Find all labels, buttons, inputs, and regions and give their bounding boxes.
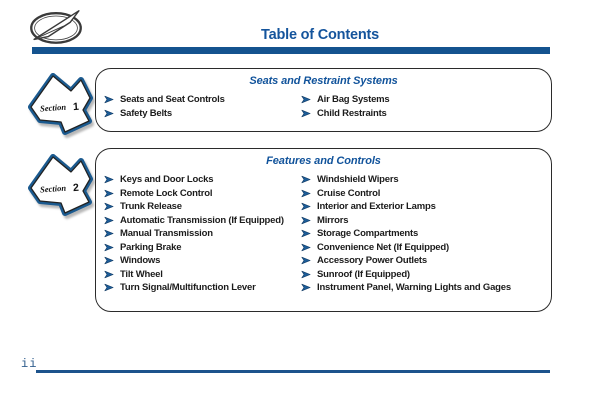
toc-item: Interior and Exterior Lamps (301, 200, 511, 214)
toc-item-label: Tilt Wheel (120, 268, 163, 280)
arrow-bullet-icon (104, 96, 114, 104)
toc-item-label: Turn Signal/Multifunction Lever (120, 282, 256, 294)
toc-item-label: Keys and Door Locks (120, 174, 214, 186)
section-badge-number: 1 (73, 101, 80, 113)
toc-item: Remote Lock Control (104, 187, 284, 201)
section-1-column-left: Seats and Seat Controls Safety Belts (104, 93, 225, 120)
toc-item-label: Manual Transmission (120, 228, 213, 240)
toc-item: Instrument Panel, Warning Lights and Gag… (301, 281, 511, 295)
toc-item: Sunroof (If Equipped) (301, 268, 511, 282)
toc-item-label: Instrument Panel, Warning Lights and Gag… (317, 282, 511, 294)
toc-item: Parking Brake (104, 241, 284, 255)
toc-item-label: Automatic Transmission (If Equipped) (120, 214, 284, 226)
page-number: ii (21, 357, 38, 371)
toc-item: Windows (104, 254, 284, 268)
toc-item: Automatic Transmission (If Equipped) (104, 214, 284, 228)
section-badge-label: Section (40, 183, 67, 195)
toc-item: Accessory Power Outlets (301, 254, 511, 268)
section-2-column-left: Keys and Door Locks Remote Lock Control … (104, 173, 284, 295)
toc-item-label: Accessory Power Outlets (317, 255, 427, 267)
arrow-bullet-icon (104, 270, 114, 278)
toc-item: Turn Signal/Multifunction Lever (104, 281, 284, 295)
footer-rule (36, 370, 550, 373)
arrow-bullet-icon (301, 257, 311, 265)
arrow-bullet-icon (301, 96, 311, 104)
toc-item: Safety Belts (104, 107, 225, 121)
toc-item-label: Windows (120, 255, 161, 267)
arrow-bullet-icon (301, 270, 311, 278)
toc-item-label: Remote Lock Control (120, 187, 213, 199)
page-title: Table of Contents (261, 27, 379, 43)
toc-item: Manual Transmission (104, 227, 284, 241)
arrow-bullet-icon (301, 284, 311, 292)
section-2-box: Features and Controls Keys and Door Lock… (95, 148, 552, 312)
arrow-bullet-icon (301, 189, 311, 197)
section-badge-number: 2 (73, 182, 80, 194)
section-badge-label: Section (40, 102, 67, 114)
toc-item-label: Convenience Net (If Equipped) (317, 241, 449, 253)
section-2-title: Features and Controls (266, 155, 381, 167)
toc-item-label: Parking Brake (120, 241, 182, 253)
arrow-bullet-icon (301, 176, 311, 184)
toc-item-label: Trunk Release (120, 201, 182, 213)
arrow-bullet-icon (301, 203, 311, 211)
toc-item: Trunk Release (104, 200, 284, 214)
arrow-bullet-icon (104, 109, 114, 117)
arrow-bullet-icon (301, 243, 311, 251)
toc-item: Seats and Seat Controls (104, 93, 225, 107)
arrow-bullet-icon (104, 176, 114, 184)
section-1-box: Seats and Restraint Systems Seats and Se… (95, 68, 552, 132)
section-2-badge: Section 2 (28, 154, 93, 216)
toc-item: Keys and Door Locks (104, 173, 284, 187)
header-rule (32, 47, 550, 54)
toc-item-label: Seats and Seat Controls (120, 94, 225, 106)
toc-item: Windshield Wipers (301, 173, 511, 187)
arrow-bullet-icon (104, 216, 114, 224)
arrow-bullet-icon (104, 230, 114, 238)
toc-item-label: Child Restraints (317, 107, 387, 119)
toc-item: Mirrors (301, 214, 511, 228)
toc-item-label: Mirrors (317, 214, 349, 226)
arrow-bullet-icon (301, 109, 311, 117)
toc-item-label: Cruise Control (317, 187, 381, 199)
toc-item: Convenience Net (If Equipped) (301, 241, 511, 255)
toc-item: Tilt Wheel (104, 268, 284, 282)
section-1-badge: Section 1 (28, 73, 93, 135)
toc-item-label: Storage Compartments (317, 228, 419, 240)
arrow-bullet-icon (104, 284, 114, 292)
section-2-column-right: Windshield Wipers Cruise Control Interio… (301, 173, 511, 295)
toc-item-label: Air Bag Systems (317, 94, 390, 106)
arrow-bullet-icon (104, 189, 114, 197)
toc-item: Air Bag Systems (301, 93, 390, 107)
arrow-bullet-icon (104, 257, 114, 265)
toc-item: Storage Compartments (301, 227, 511, 241)
section-1-column-right: Air Bag Systems Child Restraints (301, 93, 390, 120)
toc-item: Child Restraints (301, 107, 390, 121)
toc-item: Cruise Control (301, 187, 511, 201)
arrow-bullet-icon (104, 243, 114, 251)
arrow-bullet-icon (301, 230, 311, 238)
section-1-title: Seats and Restraint Systems (249, 75, 398, 87)
arrow-bullet-icon (301, 216, 311, 224)
toc-item-label: Sunroof (If Equipped) (317, 268, 410, 280)
arrow-bullet-icon (104, 203, 114, 211)
oldsmobile-logo-icon (30, 10, 82, 44)
toc-item-label: Windshield Wipers (317, 174, 399, 186)
toc-item-label: Safety Belts (120, 107, 172, 119)
toc-item-label: Interior and Exterior Lamps (317, 201, 436, 213)
